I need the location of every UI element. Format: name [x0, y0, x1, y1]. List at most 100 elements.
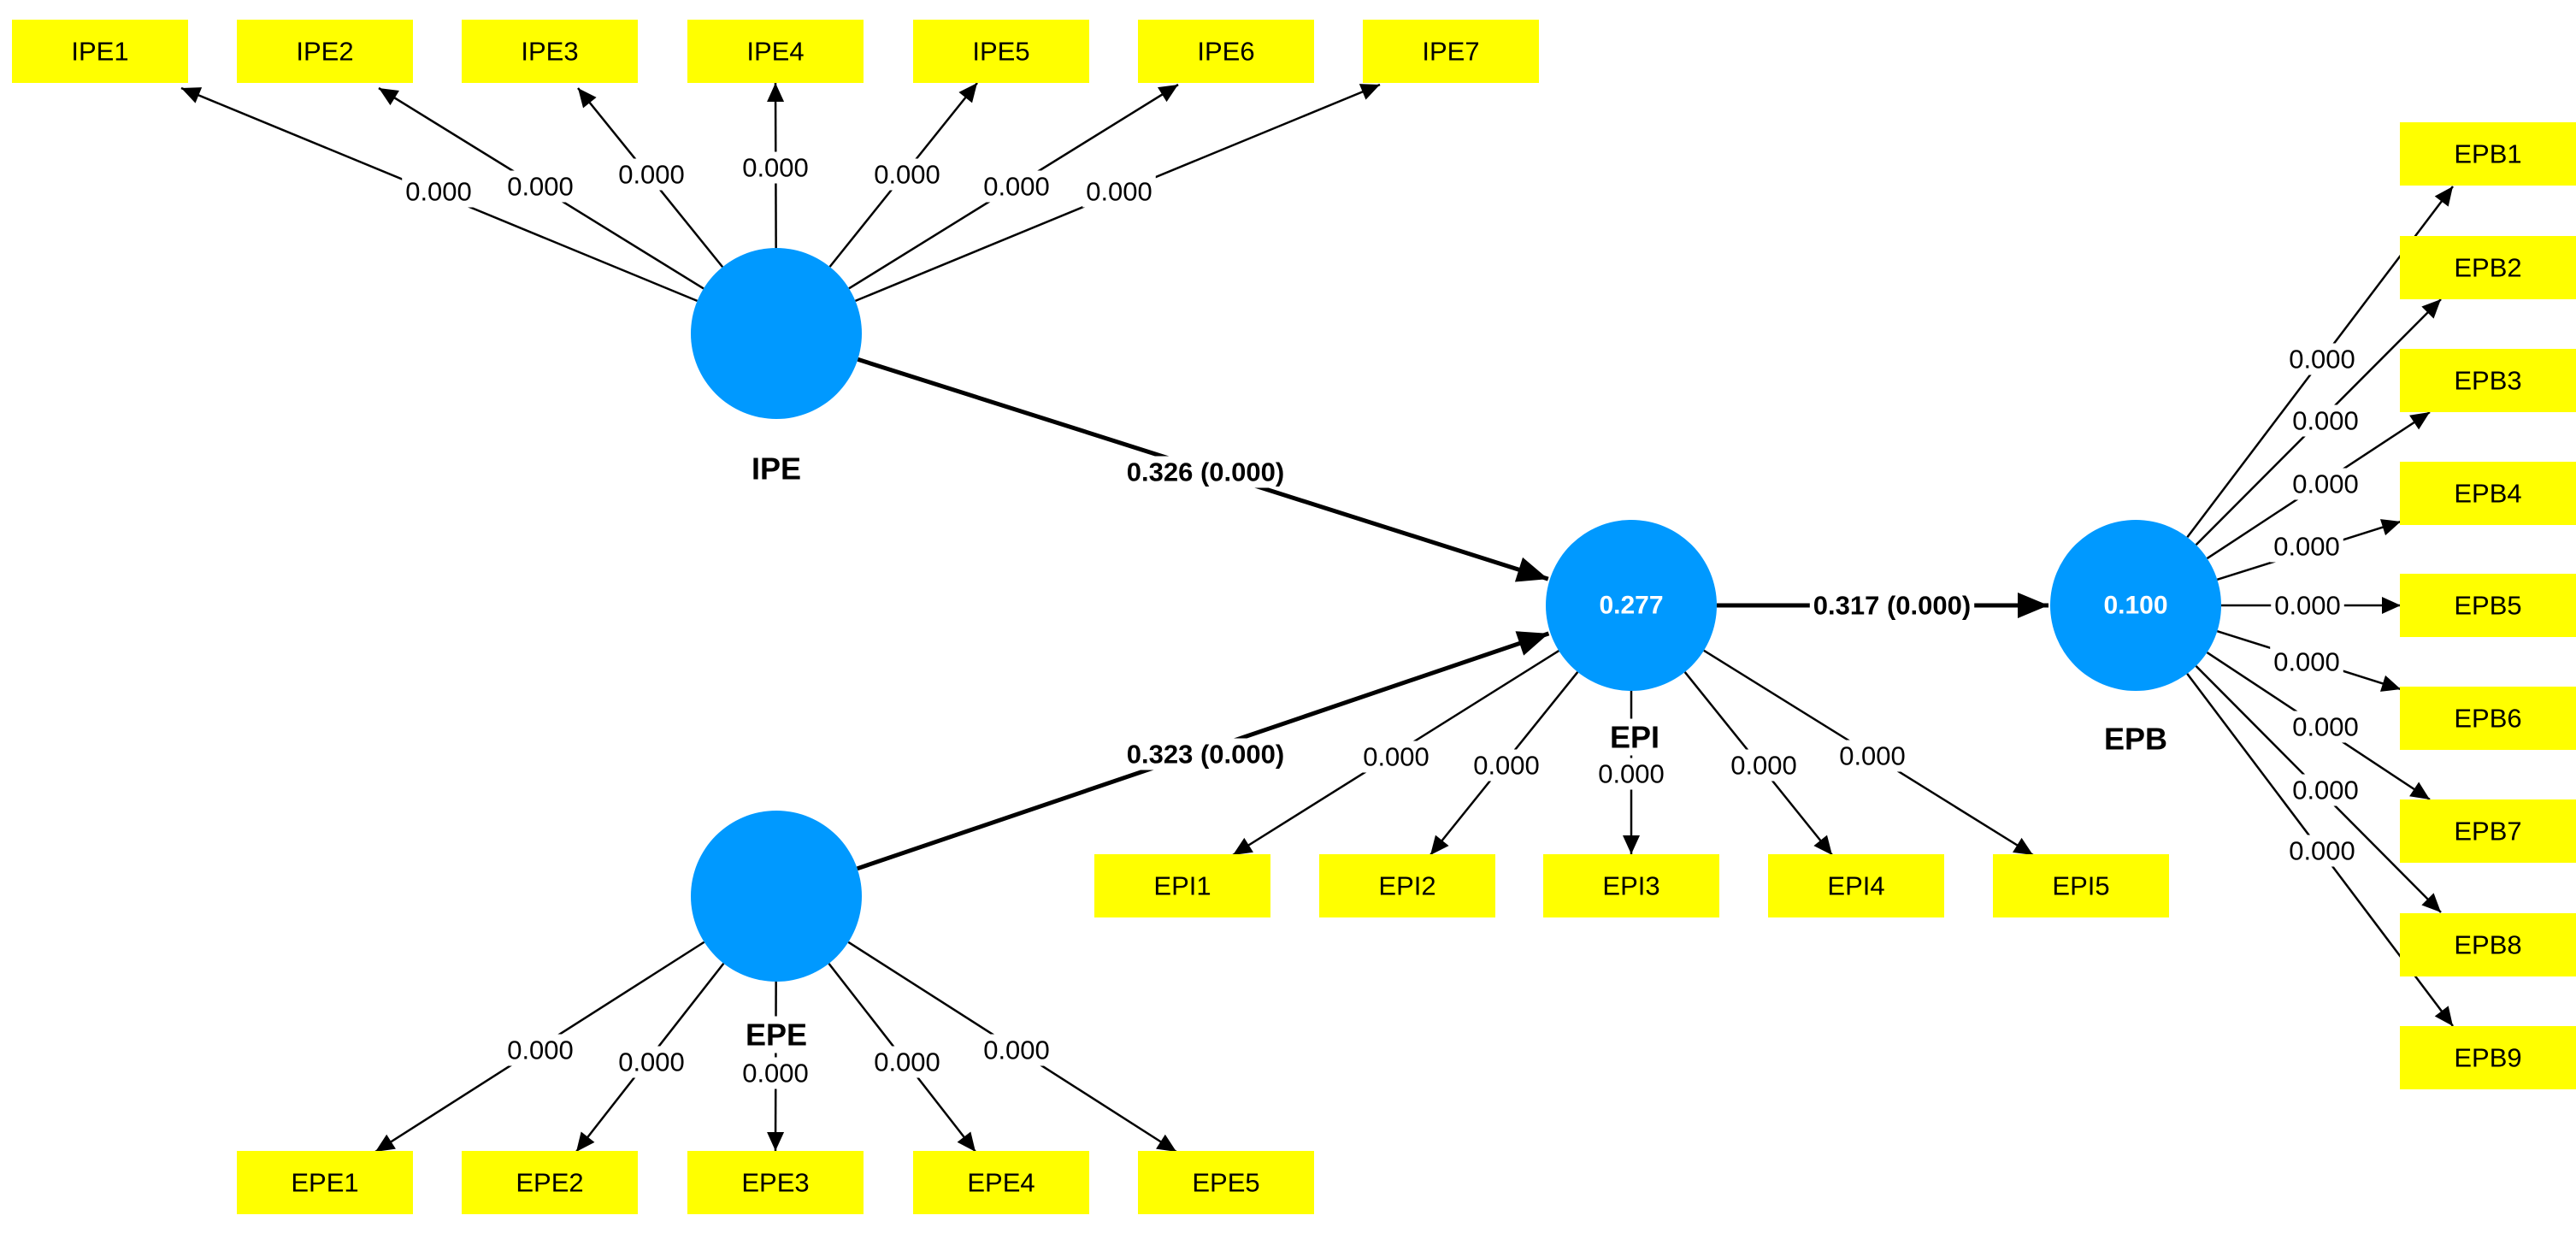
- indicator-box-ipe7[interactable]: [1363, 20, 1539, 83]
- indicator-box-epb4[interactable]: [2400, 462, 2576, 525]
- indicator-box-epe4[interactable]: [913, 1151, 1089, 1214]
- loading-value-epe5: 0.000: [983, 1035, 1050, 1065]
- indicator-box-ipe3[interactable]: [462, 20, 638, 83]
- indicator-label-ipe7: IPE7: [1422, 37, 1479, 67]
- indicator-label-epi3: EPI3: [1602, 871, 1659, 901]
- loading-value-ipe3: 0.000: [618, 160, 685, 190]
- loading-value-ipe5: 0.000: [874, 160, 940, 190]
- loading-arrowhead-epb7: [2409, 782, 2430, 799]
- loading-value-ipe2: 0.000: [507, 172, 574, 202]
- indicator-box-epb5[interactable]: [2400, 574, 2576, 637]
- indicator-box-ipe2[interactable]: [237, 20, 413, 83]
- indicator-label-epe5: EPE5: [1192, 1168, 1259, 1198]
- loading-value-epe3-group: 0.000: [739, 1057, 812, 1089]
- path-arrowhead-epe-epi: [1515, 631, 1549, 656]
- construct-label-epe-bg: [741, 1016, 811, 1053]
- loading-arrowhead-epb4: [2380, 519, 2401, 536]
- loading-value-epe1-bg: [504, 1034, 577, 1066]
- indicator-box-epb2[interactable]: [2400, 236, 2576, 299]
- indicator-box-ipe1[interactable]: [12, 20, 188, 83]
- loading-value-epb3-bg: [2289, 468, 2362, 500]
- loading-value-ipe6-group: 0.000: [980, 170, 1053, 203]
- loading-arrowhead-epi2: [1430, 835, 1449, 855]
- loading-value-epe4-bg: [870, 1046, 944, 1078]
- loading-value-epb8: 0.000: [2292, 776, 2359, 805]
- indicator-box-epe1[interactable]: [237, 1151, 413, 1214]
- loading-arrowhead-epe5: [1156, 1134, 1176, 1152]
- loading-value-ipe4-bg: [739, 151, 812, 184]
- loading-value-epi3-bg: [1595, 758, 1668, 790]
- indicator-label-epi5: EPI5: [2052, 871, 2109, 901]
- loading-value-ipe7: 0.000: [1086, 177, 1152, 207]
- construct-circle-epe[interactable]: [691, 811, 862, 982]
- loading-value-epb9: 0.000: [2289, 836, 2355, 866]
- indicator-box-epb6[interactable]: [2400, 687, 2576, 750]
- loading-value-epi4: 0.000: [1730, 751, 1797, 781]
- loading-value-epb4: 0.000: [2273, 532, 2340, 562]
- loading-value-epe3: 0.000: [742, 1059, 809, 1088]
- loading-arrowhead-epb8: [2421, 893, 2441, 912]
- loading-value-ipe3-group: 0.000: [615, 158, 688, 191]
- construct-label-epb: EPB: [2104, 722, 2167, 757]
- indicator-box-epb1[interactable]: [2400, 122, 2576, 186]
- loading-value-epi2-group: 0.000: [1470, 749, 1543, 782]
- loading-value-epb4-group: 0.000: [2270, 530, 2343, 563]
- loading-value-ipe5-group: 0.000: [870, 158, 944, 191]
- loading-value-epe3-bg: [739, 1057, 812, 1089]
- loading-value-epb2-group: 0.000: [2289, 404, 2362, 437]
- loading-arrowhead-epb3: [2409, 412, 2430, 430]
- loading-value-epb8-group: 0.000: [2289, 774, 2362, 806]
- path-arrowhead-epi-epb: [2018, 593, 2048, 618]
- indicator-box-epe5[interactable]: [1138, 1151, 1314, 1214]
- loading-arrowhead-ipe3: [578, 88, 597, 109]
- loading-value-epi5-group: 0.000: [1836, 740, 1909, 772]
- loading-arrowhead-epb6: [2380, 675, 2401, 692]
- indicator-label-epe1: EPE1: [291, 1168, 358, 1198]
- indicator-box-ipe6[interactable]: [1138, 20, 1314, 83]
- indicator-box-epb9[interactable]: [2400, 1026, 2576, 1089]
- indicator-box-epi3[interactable]: [1543, 854, 1719, 917]
- loading-value-epe4: 0.000: [874, 1047, 940, 1077]
- indicator-box-epb7[interactable]: [2400, 799, 2576, 863]
- loading-arrowhead-epi4: [1813, 835, 1832, 855]
- loading-value-epi3: 0.000: [1598, 759, 1665, 789]
- loading-value-epb1-group: 0.000: [2285, 343, 2359, 375]
- loading-arrowhead-epi5: [2013, 837, 2033, 855]
- path-arrowhead-ipe-epi: [1514, 557, 1548, 582]
- loading-value-epb6-group: 0.000: [2270, 646, 2343, 678]
- indicator-box-epb3[interactable]: [2400, 349, 2576, 412]
- loading-arrowhead-epb1: [2434, 186, 2453, 207]
- indicator-label-epe4: EPE4: [967, 1168, 1035, 1198]
- indicator-label-epb6: EPB6: [2454, 704, 2521, 734]
- construct-circle-epi[interactable]: [1546, 520, 1717, 691]
- loading-arrowhead-ipe5: [958, 83, 977, 103]
- indicator-label-ipe3: IPE3: [521, 37, 578, 67]
- indicator-box-epi4[interactable]: [1768, 854, 1944, 917]
- construct-circle-epb[interactable]: [2050, 520, 2221, 691]
- loading-value-epb7-group: 0.000: [2289, 711, 2362, 743]
- loading-value-epi4-bg: [1727, 749, 1801, 782]
- loading-value-epe1-group: 0.000: [504, 1034, 577, 1066]
- indicator-box-epi5[interactable]: [1993, 854, 2169, 917]
- construct-r2-epi: 0.277: [1599, 592, 1663, 620]
- indicator-box-epi2[interactable]: [1319, 854, 1495, 917]
- indicator-box-ipe4[interactable]: [687, 20, 864, 83]
- construct-circle-ipe[interactable]: [691, 248, 862, 419]
- construct-label-epi: EPI: [1610, 720, 1659, 755]
- loading-value-epb4-bg: [2270, 530, 2343, 563]
- indicator-box-ipe5[interactable]: [913, 20, 1089, 83]
- indicator-label-epe3: EPE3: [741, 1168, 809, 1198]
- indicator-box-epe3[interactable]: [687, 1151, 864, 1214]
- path-coefficient-ipe-epi: 0.326 (0.000): [1127, 457, 1284, 487]
- indicator-box-epe2[interactable]: [462, 1151, 638, 1214]
- indicator-box-epi1[interactable]: [1094, 854, 1270, 917]
- loading-value-epb2: 0.000: [2292, 406, 2359, 436]
- loading-value-epe4-group: 0.000: [870, 1046, 944, 1078]
- loading-arrowhead-ipe6: [1158, 85, 1178, 103]
- indicator-box-epb8[interactable]: [2400, 913, 2576, 976]
- construct-label-ipe: IPE: [752, 451, 801, 487]
- path-coefficient-epe-epi-group: 0.323 (0.000): [1123, 738, 1288, 770]
- loading-value-epe1: 0.000: [507, 1035, 574, 1065]
